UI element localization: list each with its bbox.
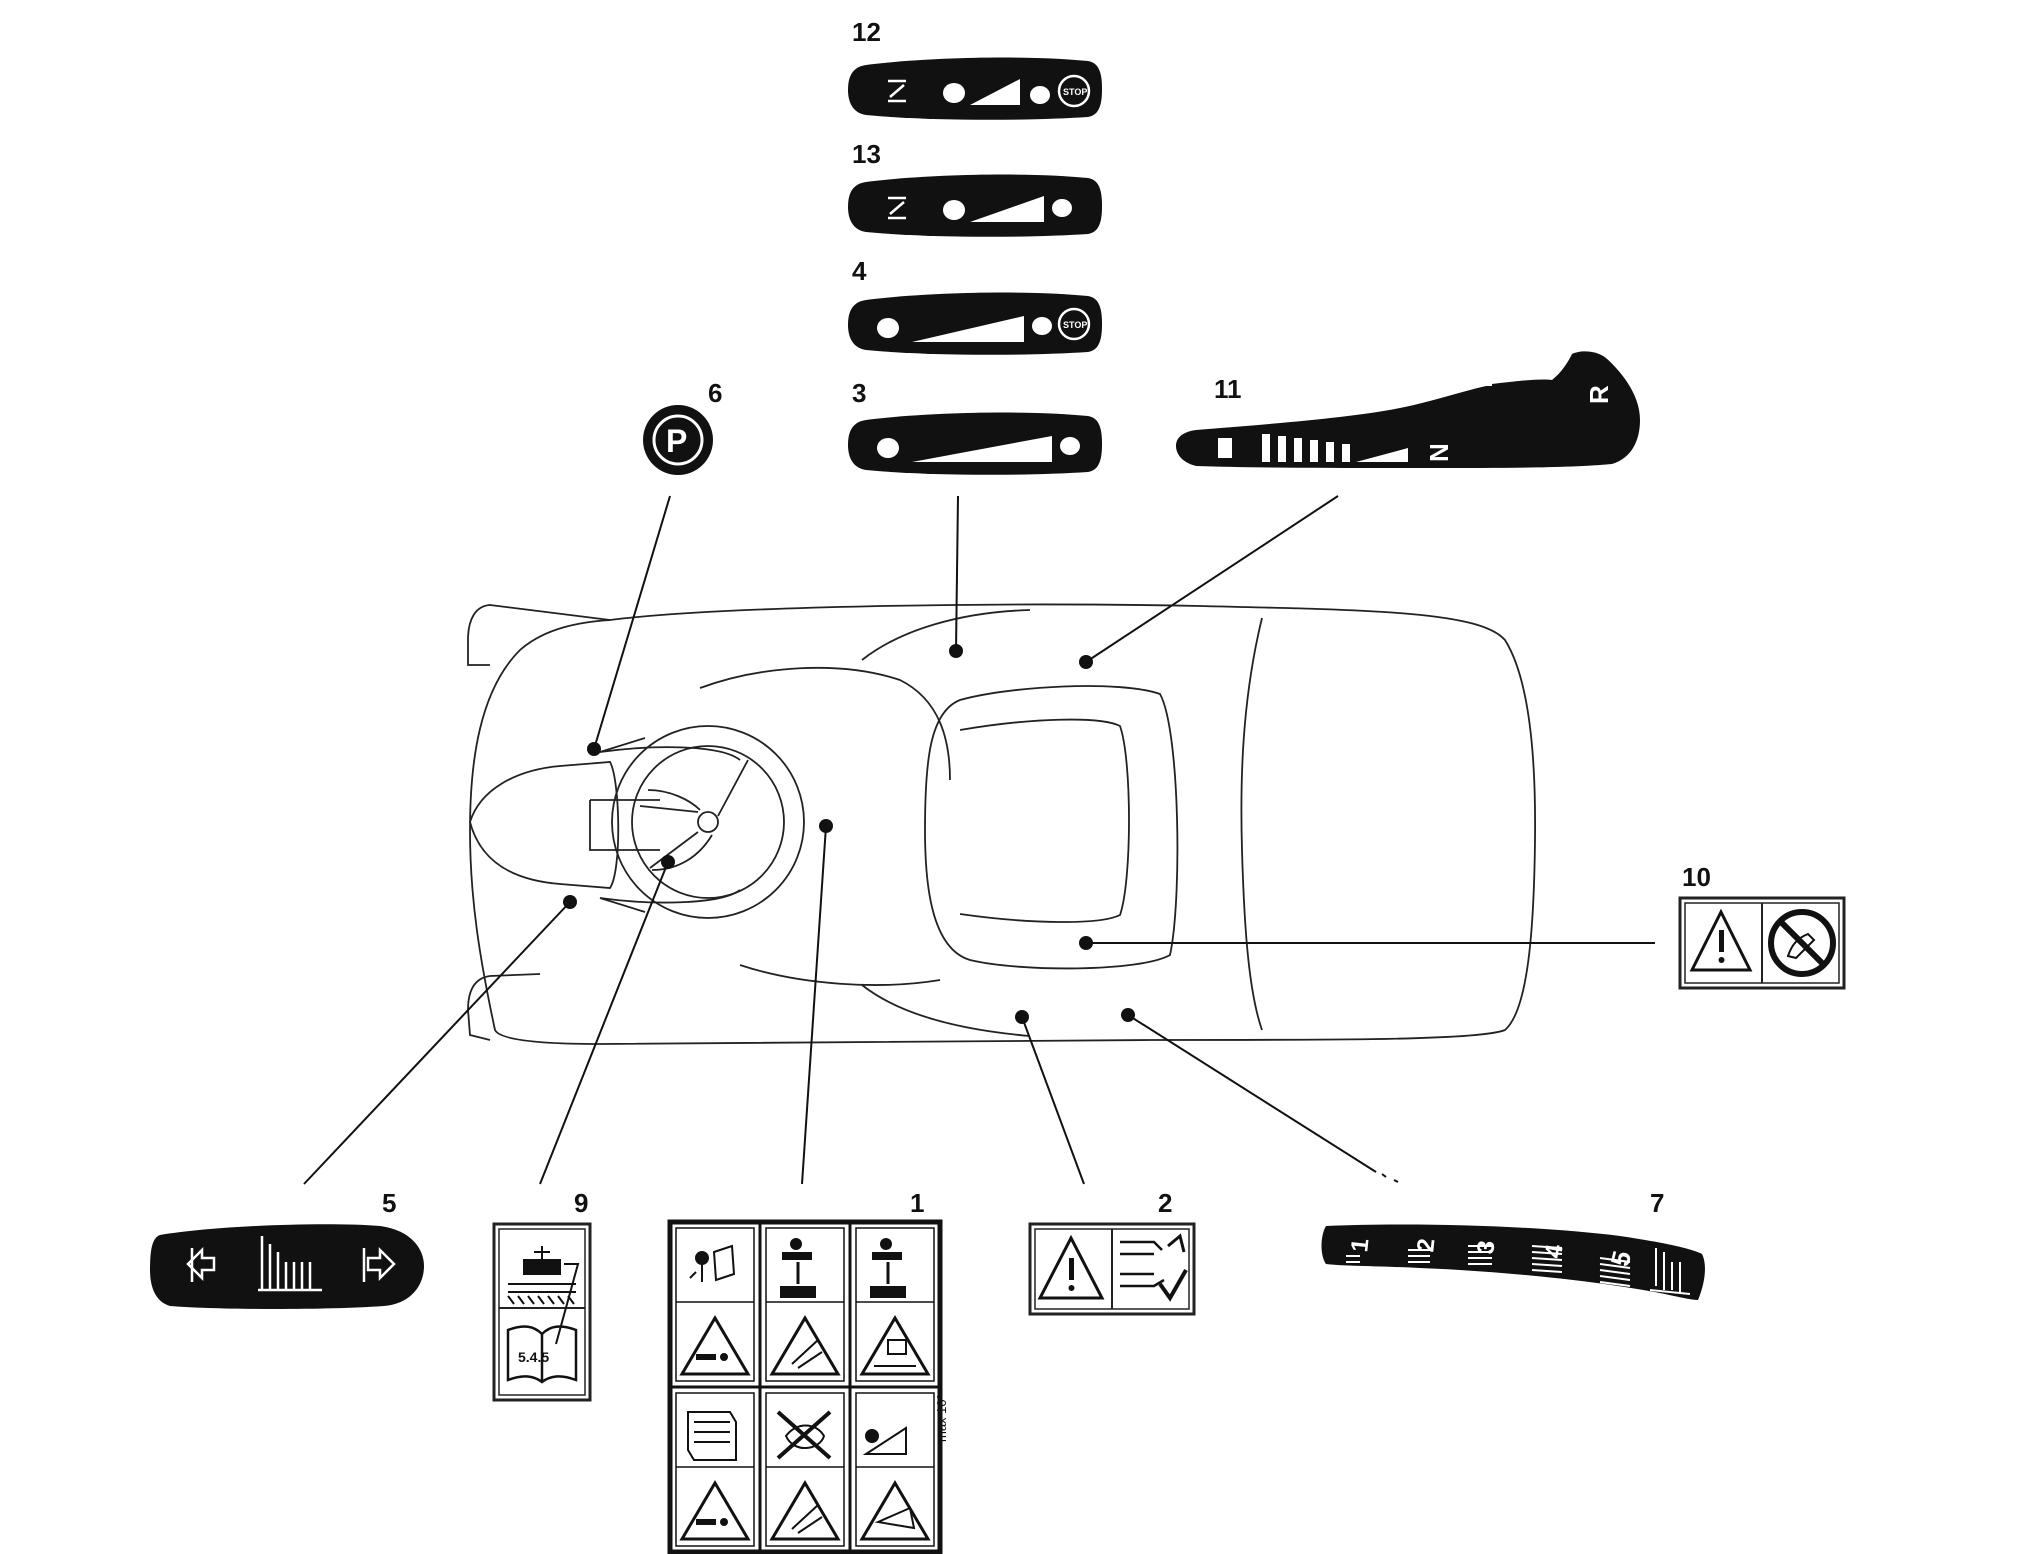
attachment-points — [563, 644, 1135, 1024]
callout-numbers: 12 13 4 3 6 11 10 5 9 1 2 7 — [382, 17, 1711, 1218]
warning-triangle-icon — [679, 1315, 751, 1376]
decal-12-throttle-choke-stop: STOP — [848, 57, 1102, 120]
mower-deck-icon — [507, 1246, 580, 1345]
decal-9-manual-reference: 5.4.5 — [492, 1222, 592, 1402]
choke-icon — [888, 79, 906, 103]
speed-wedge — [912, 436, 1052, 462]
speed-wedge — [970, 79, 1020, 105]
slope-limit-icon: max 10° — [862, 1394, 949, 1455]
grass-height-icon — [258, 1236, 322, 1292]
forward-speed-bars — [1218, 434, 1408, 462]
decal-13-throttle-choke — [848, 174, 1102, 237]
rabbit-icon — [877, 318, 899, 338]
manual-section-label: 5.4.5 — [518, 1349, 549, 1365]
callout-6: 6 — [708, 378, 722, 408]
decal-3-throttle — [848, 412, 1102, 475]
arrow-right-icon — [362, 1246, 396, 1282]
read-manual-icon — [687, 1411, 737, 1461]
decal-2-hand-crush-warning — [1028, 1222, 1196, 1316]
rabbit-icon — [877, 438, 899, 458]
height-mark-2: 2 — [1412, 1237, 1440, 1253]
callout-2: 2 — [1158, 1188, 1172, 1218]
stop-icon: STOP — [1057, 74, 1091, 108]
turtle-icon — [1060, 437, 1080, 455]
callout-7: 7 — [1650, 1188, 1664, 1218]
rollover-warning-icon — [859, 1315, 931, 1376]
height-mark-1: 1 — [1346, 1237, 1374, 1253]
key-remove-icon — [689, 1244, 736, 1282]
decal-10-hand-warning — [1678, 896, 1846, 990]
leader-lines — [303, 495, 1655, 1185]
speed-wedge — [912, 316, 1024, 342]
grass-height-icon — [1649, 1248, 1691, 1295]
callout-12: 12 — [852, 17, 881, 47]
no-passengers-icon — [776, 1410, 832, 1460]
svg-text:STOP: STOP — [1063, 320, 1087, 330]
decal-7-height-scale: 1 2 3 4 5 — [1321, 1224, 1705, 1300]
warning-triangle-icon — [1037, 1234, 1105, 1300]
decal-11-drive-pedal: N R — [1176, 351, 1640, 468]
stop-icon: STOP — [1057, 307, 1091, 341]
svg-text:STOP: STOP — [1063, 87, 1087, 97]
warning-triangle-icon — [679, 1480, 751, 1541]
arrow-left-icon — [186, 1246, 216, 1282]
rabbit-icon — [943, 83, 965, 103]
callout-3: 3 — [852, 378, 866, 408]
warning-triangle-icon — [1689, 908, 1753, 972]
decal-1-safety-grid: max 10° — [667, 1219, 949, 1554]
turtle-icon — [1030, 86, 1050, 104]
callout-11: 11 — [1214, 374, 1242, 404]
callout-9: 9 — [574, 1188, 588, 1218]
no-hand-icon — [1768, 909, 1836, 977]
blade-warning-icon — [769, 1315, 841, 1376]
turtle-icon — [1032, 317, 1052, 335]
callout-1: 1 — [910, 1188, 924, 1218]
choke-icon — [888, 196, 906, 220]
callout-13: 13 — [852, 139, 881, 169]
callout-10: 10 — [1682, 862, 1711, 892]
callout-5: 5 — [382, 1188, 396, 1218]
manual-book-icon — [506, 1325, 578, 1384]
height-mark-5: 5 — [1605, 1248, 1638, 1269]
rollover-warning-icon — [859, 1480, 931, 1541]
neutral-label: N — [1424, 443, 1454, 462]
speed-wedge — [970, 196, 1044, 222]
operator-lift-icon — [870, 1238, 906, 1298]
reverse-label: R — [1584, 385, 1614, 404]
decal-4-throttle-stop: STOP — [848, 292, 1102, 355]
height-tick-groups — [1346, 1245, 1631, 1287]
callout-4: 4 — [852, 256, 867, 286]
max-slope-label: max 10° — [934, 1394, 949, 1442]
height-mark-3: 3 — [1472, 1239, 1500, 1255]
operator-lift-icon — [780, 1238, 816, 1298]
decal-6-parking-brake: P — [643, 405, 713, 475]
parking-icon: P — [666, 423, 687, 459]
hand-pinch-icon — [1120, 1233, 1188, 1302]
blade-warning-icon — [769, 1480, 841, 1541]
tractor-outline — [467, 603, 1537, 1045]
turtle-icon — [1052, 199, 1072, 217]
decal-5-lever — [150, 1224, 424, 1309]
rabbit-icon — [943, 200, 965, 220]
